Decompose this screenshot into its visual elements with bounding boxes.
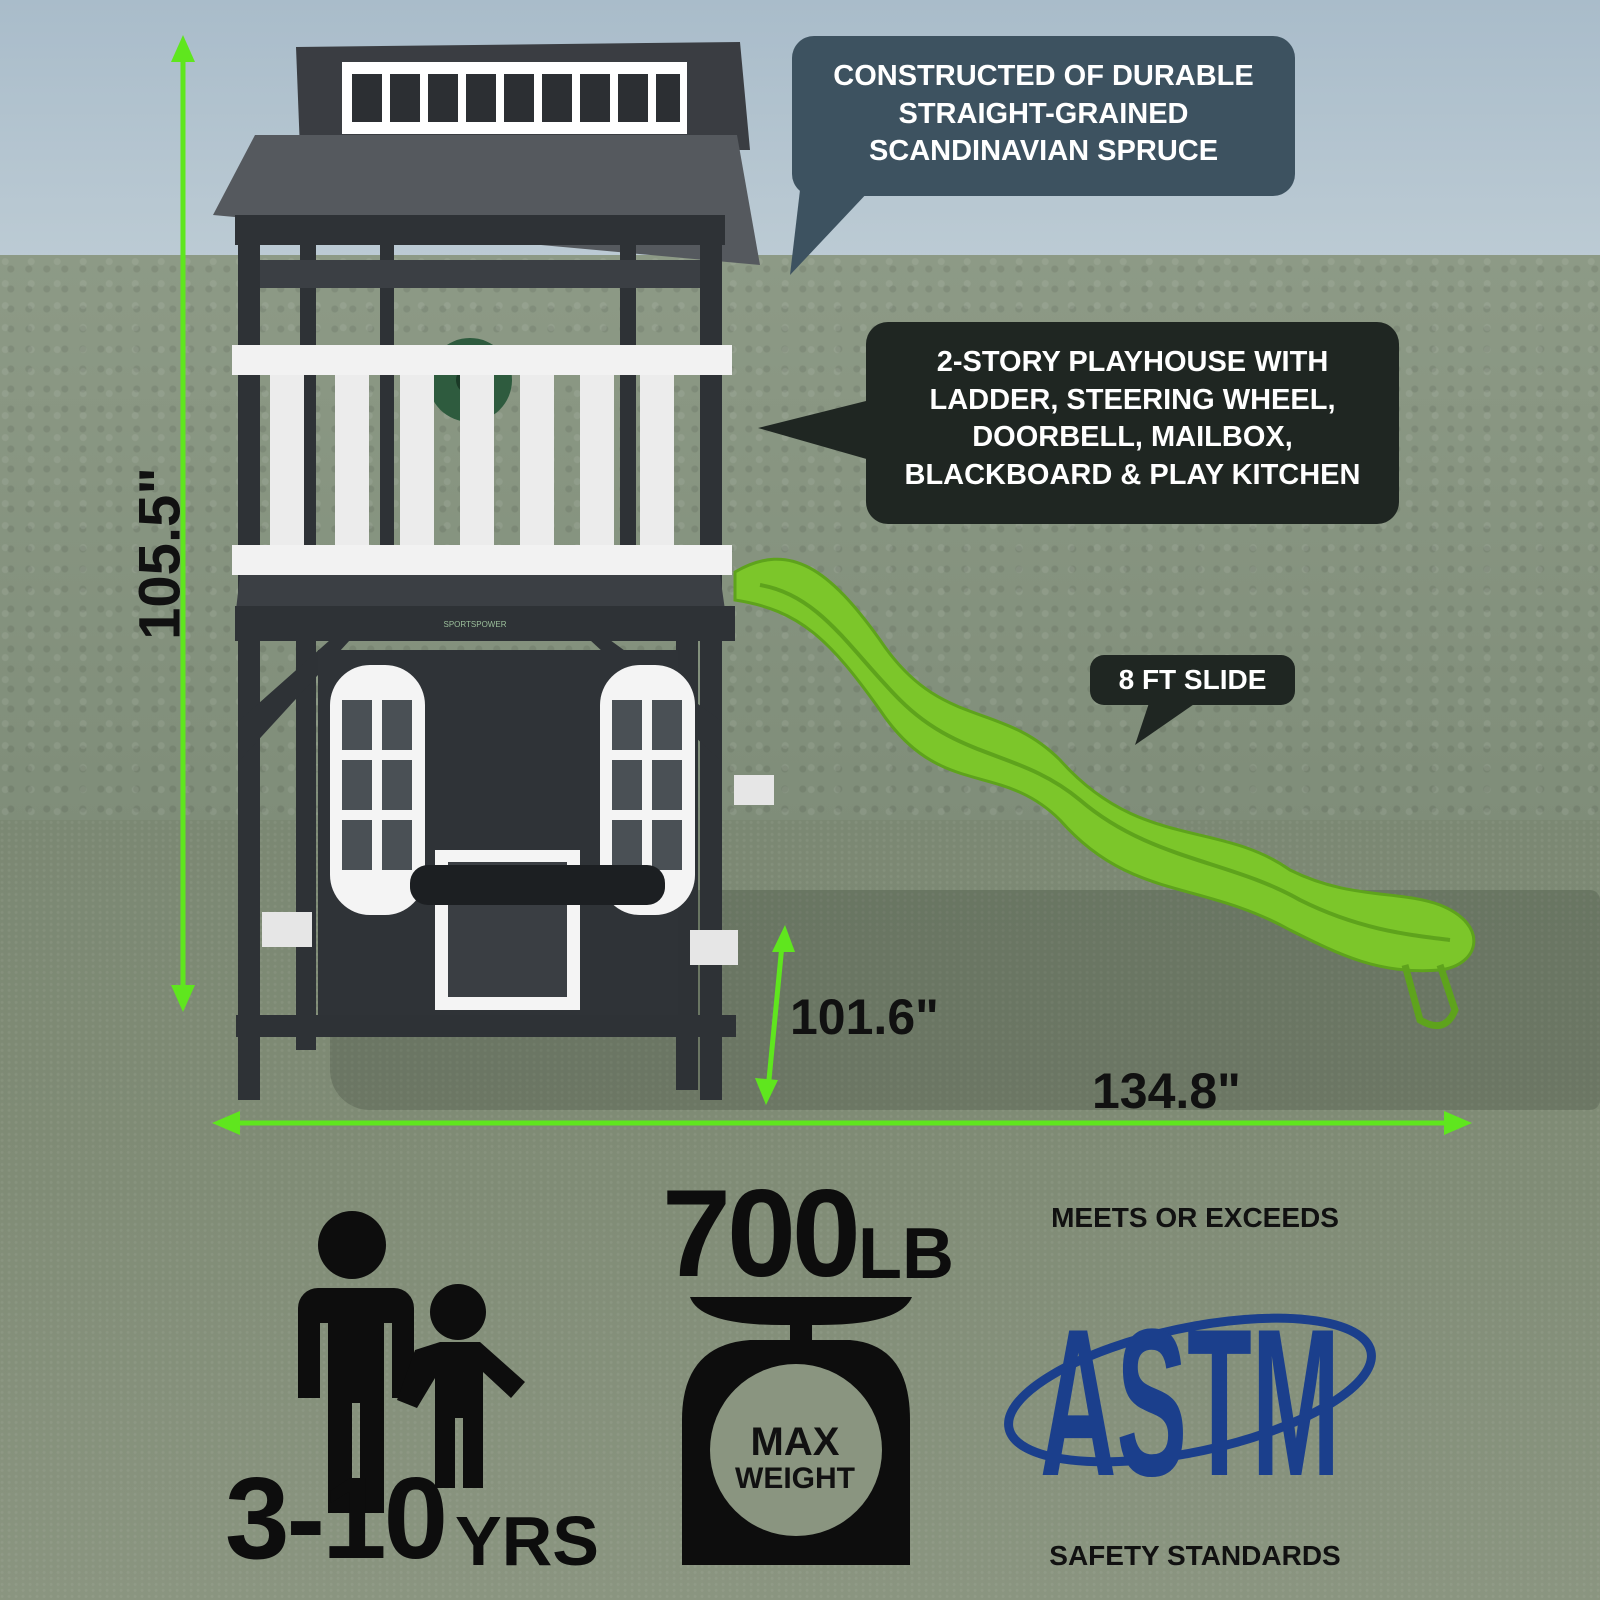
railing-bottom xyxy=(232,545,732,575)
lower-roof xyxy=(213,135,760,265)
astm-bottom-text: SAFETY STANDARDS xyxy=(1049,1540,1341,1571)
height-dimension: 105.5" xyxy=(127,467,193,640)
slide-bubble-tail xyxy=(1135,700,1200,745)
slide xyxy=(733,557,1476,973)
max-weight-unit: LB xyxy=(858,1214,954,1294)
dimension-arrows xyxy=(171,35,1472,1135)
deck-width-dimension: 101.6" xyxy=(790,989,939,1045)
svg-text:ASTM: ASTM xyxy=(1040,1285,1340,1520)
age-range-number: 3-10 xyxy=(225,1453,448,1583)
features-line: 2-STORY PLAYHOUSE WITH xyxy=(936,346,1329,378)
max-weight-number: 700 xyxy=(662,1165,861,1303)
features-line: LADDER, STEERING WHEEL, xyxy=(929,383,1336,416)
material-line: SCANDINAVIAN SPRUCE xyxy=(868,135,1219,168)
features-callout: 2-STORY PLAYHOUSE WITH LADDER, STEERING … xyxy=(866,322,1399,524)
features-bubble-tail xyxy=(758,400,870,460)
deck-beam xyxy=(235,606,735,641)
counter-shelf xyxy=(410,865,665,905)
material-line: CONSTRUCTED OF DURABLE xyxy=(833,60,1254,92)
scale-icon xyxy=(682,1297,912,1565)
railing-top xyxy=(232,345,732,375)
slide-callout: 8 FT SLIDE xyxy=(1090,655,1295,705)
astm-logo: ASTM xyxy=(1004,1285,1376,1520)
slide-handle xyxy=(1401,963,1459,1030)
material-bubble-tail xyxy=(790,190,870,275)
features-line: BLACKBOARD & PLAY KITCHEN xyxy=(904,459,1361,492)
age-range-unit: YRS xyxy=(455,1502,599,1580)
brand-plate: SPORTSPOWER xyxy=(443,620,507,629)
max-weight-label-2: WEIGHT xyxy=(735,1462,855,1495)
total-width-dimension: 134.8" xyxy=(1092,1063,1241,1119)
railing-balusters xyxy=(270,375,674,545)
max-weight-label-1: MAX xyxy=(750,1420,840,1464)
material-line: STRAIGHT-GRAINED xyxy=(898,97,1189,130)
astm-top-text: MEETS OR EXCEEDS xyxy=(1051,1202,1339,1233)
features-line: DOORBELL, MAILBOX, xyxy=(972,421,1293,454)
adult-child-icon xyxy=(298,1211,525,1513)
material-callout: CONSTRUCTED OF DURABLE STRAIGHT-GRAINED … xyxy=(792,36,1295,196)
